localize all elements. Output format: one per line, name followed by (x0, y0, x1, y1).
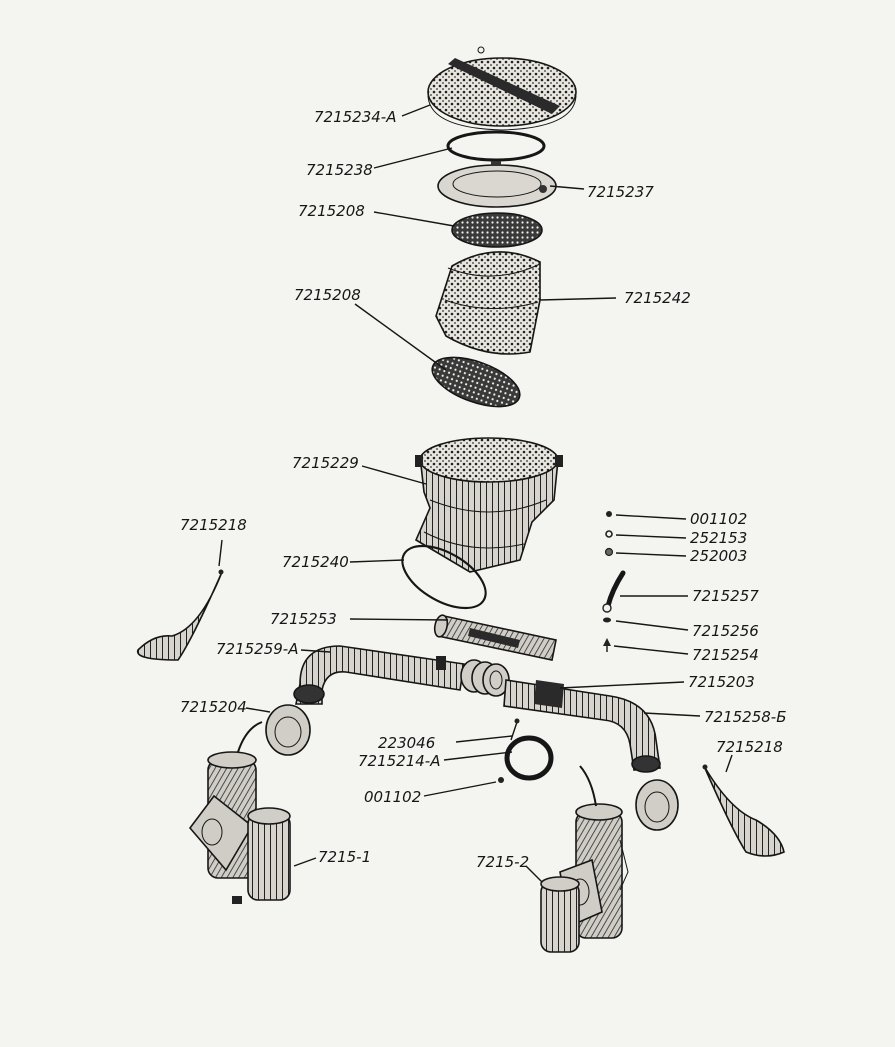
mounting-plate (437, 161, 557, 208)
mesh-screen-top (451, 212, 543, 248)
retaining-ring (446, 130, 546, 162)
label-screw-top: 001102 (690, 510, 747, 528)
label-screw-bottom: 001102 (364, 788, 421, 806)
leader-lines (218, 104, 733, 883)
label-mesh-top: 7215208 (298, 202, 365, 220)
label-pipe-left: 7215259-A (216, 640, 298, 658)
label-carb-right: 7215-2 (476, 853, 529, 871)
label-pipe-right: 7215258-Б (704, 708, 787, 726)
label-air-tube: 7215253 (270, 610, 337, 628)
label-plate: 7215237 (587, 183, 654, 201)
small-hardware (602, 511, 626, 652)
bracket-left (136, 569, 224, 661)
flange-right (635, 779, 679, 831)
label-foam: 7215242 (624, 289, 691, 307)
filter-housing (414, 437, 563, 573)
label-mesh-bottom: 7215208 (294, 286, 361, 304)
label-ring: 7215238 (306, 161, 373, 179)
carburetor-right (540, 765, 629, 953)
label-carb-left: 7215-1 (318, 848, 371, 866)
label-housing: 7215229 (292, 454, 359, 472)
mesh-screen-bottom (431, 356, 521, 408)
label-flange-left: 7215204 (180, 698, 247, 716)
label-cover: 7215234-A (314, 108, 396, 126)
carburetor-left (188, 721, 291, 904)
air-tube (433, 614, 557, 661)
foam-filter (435, 251, 541, 355)
label-clamp-band: 7215214-A (358, 752, 440, 770)
label-clamp: 223046 (378, 734, 435, 752)
bracket-right (702, 764, 785, 857)
label-rod: 7215257 (692, 587, 759, 605)
gasket-ring (401, 544, 487, 610)
label-bracket-right: 7215218 (716, 738, 783, 756)
cover-disc (427, 46, 577, 131)
label-gasket: 7215240 (282, 553, 349, 571)
screw-small (498, 777, 504, 783)
label-nut: 7215256 (692, 622, 759, 640)
label-bolt: 7215254 (692, 646, 759, 664)
label-connector: 7215203 (688, 673, 755, 691)
label-washer-1: 252153 (690, 529, 747, 547)
rubber-connector (460, 659, 510, 697)
hose-clamp (504, 718, 554, 781)
intake-pipe-right (503, 679, 661, 773)
flange-left (265, 704, 311, 756)
intake-pipe-left (293, 645, 465, 705)
label-washer-2: 252003 (690, 547, 747, 565)
label-bracket-left: 7215218 (180, 516, 247, 534)
